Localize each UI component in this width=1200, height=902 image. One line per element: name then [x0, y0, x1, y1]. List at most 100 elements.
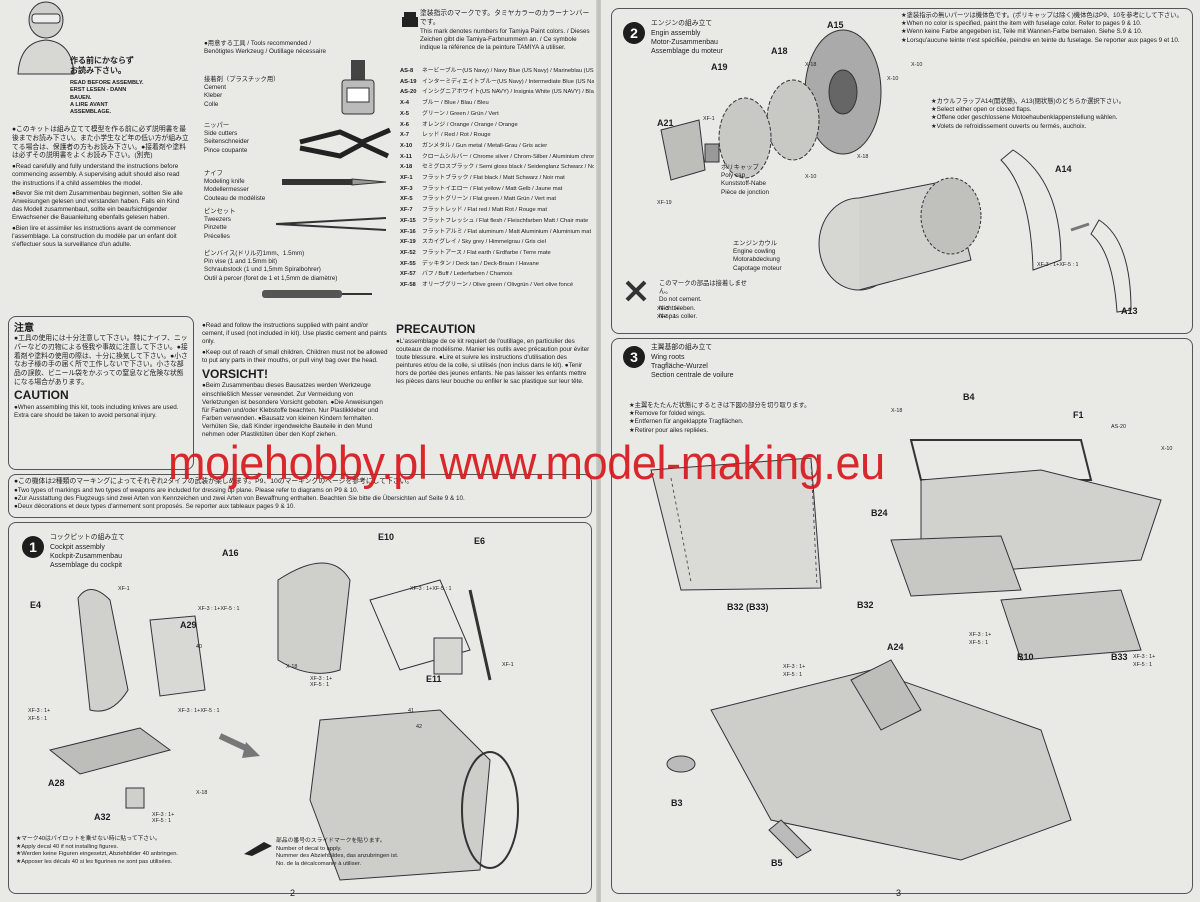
paint-callout: 40 [196, 644, 202, 650]
paint-row: X-10 ガンメタル / Gun metal / Metall-Grau / Gr… [400, 141, 594, 152]
step2-note2-en: ★Select either open or closed flaps. [931, 106, 1032, 114]
markings-jp: ●この機体は2種類のマーキングによってそれぞれ2タイプの武装が楽しめます。P9、… [14, 478, 414, 485]
paint-code: X-5 [400, 110, 410, 117]
intro-jp: ●このキットは組み立てて模型を作る前に必ず説明書を最後までお読み下さい。また小学… [12, 126, 189, 160]
tool-tweezer-en: Tweezers [204, 216, 231, 224]
paint-name: グリーン / Green / Grün / Vert [422, 110, 499, 117]
part-label: B5 [771, 858, 783, 868]
paint-code: XF-19 [400, 239, 416, 246]
paint-callout: XF-5 : 1 [657, 314, 677, 320]
paint-name: オレンジ / Orange / Orange / Orange [422, 121, 518, 128]
read-before-jp: 作る前にかならず お読み下さい。 [70, 56, 134, 76]
paint-callout: X-10 [1161, 446, 1173, 452]
cowling-en: Engine cowling [733, 248, 776, 256]
step1-note-jp: ★マーク40はパイロットを乗せない時に貼って下さい。 [16, 836, 161, 842]
tools-title-de: Benötigtes Werkzeug / Outillage nécessai… [204, 48, 327, 56]
polycap-de: Kunststoff-Nabe [721, 180, 767, 188]
part-label: E4 [30, 600, 42, 610]
paint-code: XF-1 [400, 175, 413, 182]
wing-root-diagram [650, 439, 1162, 861]
paint-callout: XF-5 : 1 [783, 672, 803, 678]
read-before-fr: A LIRE AVANT ASSEMBLAGE. [70, 101, 112, 116]
paint-header: 塗装指示のマークです。タミヤカラーのカラーナンバーです。 This mark d… [420, 10, 592, 52]
paint-code: XF-5 [400, 196, 413, 203]
paint-callout: X-18 [857, 154, 869, 160]
paint-name: フラットブラック / Flat black / Matt Schwarz / N… [422, 175, 565, 182]
paint-name: フラットレッド / Flat red / Matt Rot / Rouge ma… [422, 207, 547, 214]
paint-code: AS-8 [400, 68, 414, 74]
step1-box [8, 522, 592, 894]
paint-code: AS-19 [400, 78, 417, 85]
paint-code: X-7 [400, 132, 410, 139]
part-label: A18 [771, 46, 788, 56]
paint-name: インターミディエイトブルー(US Navy) / Intermediate Bl… [422, 78, 594, 85]
step3-title-en: Wing roots [651, 353, 685, 361]
step1-decal-jp: 部品の番号のスライドマークを貼ります。 [276, 838, 386, 844]
tool-tweezer-de: Pinzette [204, 224, 227, 232]
step2-note1-en: ★When no color is specified, paint the i… [901, 20, 1142, 28]
step1-title-de: Kockpit-Zusammenbau [50, 552, 122, 560]
part-label: A21 [657, 118, 674, 128]
step2-number: 2 [623, 22, 645, 44]
tweezers-icon [275, 217, 387, 231]
polycap-jp: ポリキャップ [721, 164, 759, 171]
paint-callout: XF-1 [502, 662, 514, 668]
step2-title-jp: エンジンの組み立て [651, 20, 713, 27]
part-label: E11 [426, 674, 442, 684]
cowling-de: Motorabdeckung [733, 256, 780, 264]
engine-diagram [625, 29, 1132, 313]
step2-note2-jp: ★カウルフラップA14(開状態)、A13(閉状態)のどちらか選択下さい。 [931, 98, 1125, 105]
paint-code: X-4 [400, 100, 410, 107]
step1-note-de: ★Werden keine Figuren eingesetzt, Abzieh… [16, 851, 179, 858]
step2-note2-de: ★Offene oder geschlossene Motoehaubenkla… [931, 114, 1118, 122]
tool-tweezer-fr: Précelles [204, 232, 230, 240]
precaution-title: PRECAUTION [396, 322, 476, 336]
paint-code: XF-57 [400, 271, 416, 278]
paint-name: スカイグレイ / Sky grey / Himmelgrau / Gris ci… [422, 239, 546, 246]
paint-code: AS-20 [400, 89, 417, 96]
part-label: A32 [94, 812, 111, 822]
caution-title-jp: 注意 [14, 323, 34, 334]
noglue-de: Nicht kleben. [659, 304, 696, 312]
tool-nipper-fr: Pince coupante [204, 146, 248, 154]
part-label: F1 [1073, 410, 1084, 420]
step2-note2: ★カウルフラップA14(開状態)、A13(閉状態)のどちらか選択下さい。 ★Se… [931, 98, 1191, 131]
step2-box [611, 8, 1193, 334]
step1-title-fr: Assemblage du cockpit [50, 562, 122, 570]
paint-callout: XF-3 : 1+ [969, 632, 992, 638]
step1-title: コックピットの組み立て Cockpit assembly Kockpit-Zus… [50, 534, 180, 570]
caution-en: ●When assembling this kit, tools includi… [14, 403, 179, 419]
left-page: 作る前にかならず お読み下さい。 READ BEFORE ASSEMBLY. E… [0, 0, 598, 902]
paint-callout: X-18 [891, 408, 903, 414]
part-label: B4 [963, 392, 975, 402]
cement-bottle-icon [341, 60, 375, 115]
paint-name: フラットグリーン / Flat green / Matt Grün / Vert… [422, 196, 557, 203]
tool-cement-de: Kleber [204, 92, 223, 100]
paint-name: インシグニアホワイト(US NAVY) / Insignia White (US… [422, 89, 594, 96]
step1-title-jp: コックピットの組み立て [50, 534, 125, 541]
part-label: B24 [871, 508, 888, 518]
part-label: A14 [1055, 164, 1072, 174]
step2-title: エンジンの組み立て Engin assembly Motor-Zusammenb… [651, 20, 771, 56]
paint-name: ガンメタル / Gun metal / Metall-Grau / Gris a… [422, 142, 548, 149]
markings-de: ●Zur Ausstattung des Flugzeugs sind zwei… [14, 495, 465, 502]
paint-mark-icon [402, 12, 418, 27]
noglue-en: Do not cement. [659, 296, 702, 304]
tool-knife-de: Modellermesser [204, 186, 249, 194]
fold-note-jp: ★主翼をたたんだ状態にするときは下図の部分を切り取ります。 [629, 402, 811, 409]
paint-code: X-10 [400, 142, 413, 149]
caution-fr: ●L'assemblage de ce kit requiert de l'ou… [396, 337, 590, 386]
tool-pinvise-jp: ピンバイス(ドリル刃1mm、1.5mm) [204, 250, 305, 257]
polycap-fr: Pièce de jonction [721, 188, 769, 196]
paint-row: XF-19 スカイグレイ / Sky grey / Himmelgrau / Gr… [400, 237, 594, 248]
paint-name: フラットアース / Flat earth / Erdfarbe / Terre … [422, 249, 551, 256]
